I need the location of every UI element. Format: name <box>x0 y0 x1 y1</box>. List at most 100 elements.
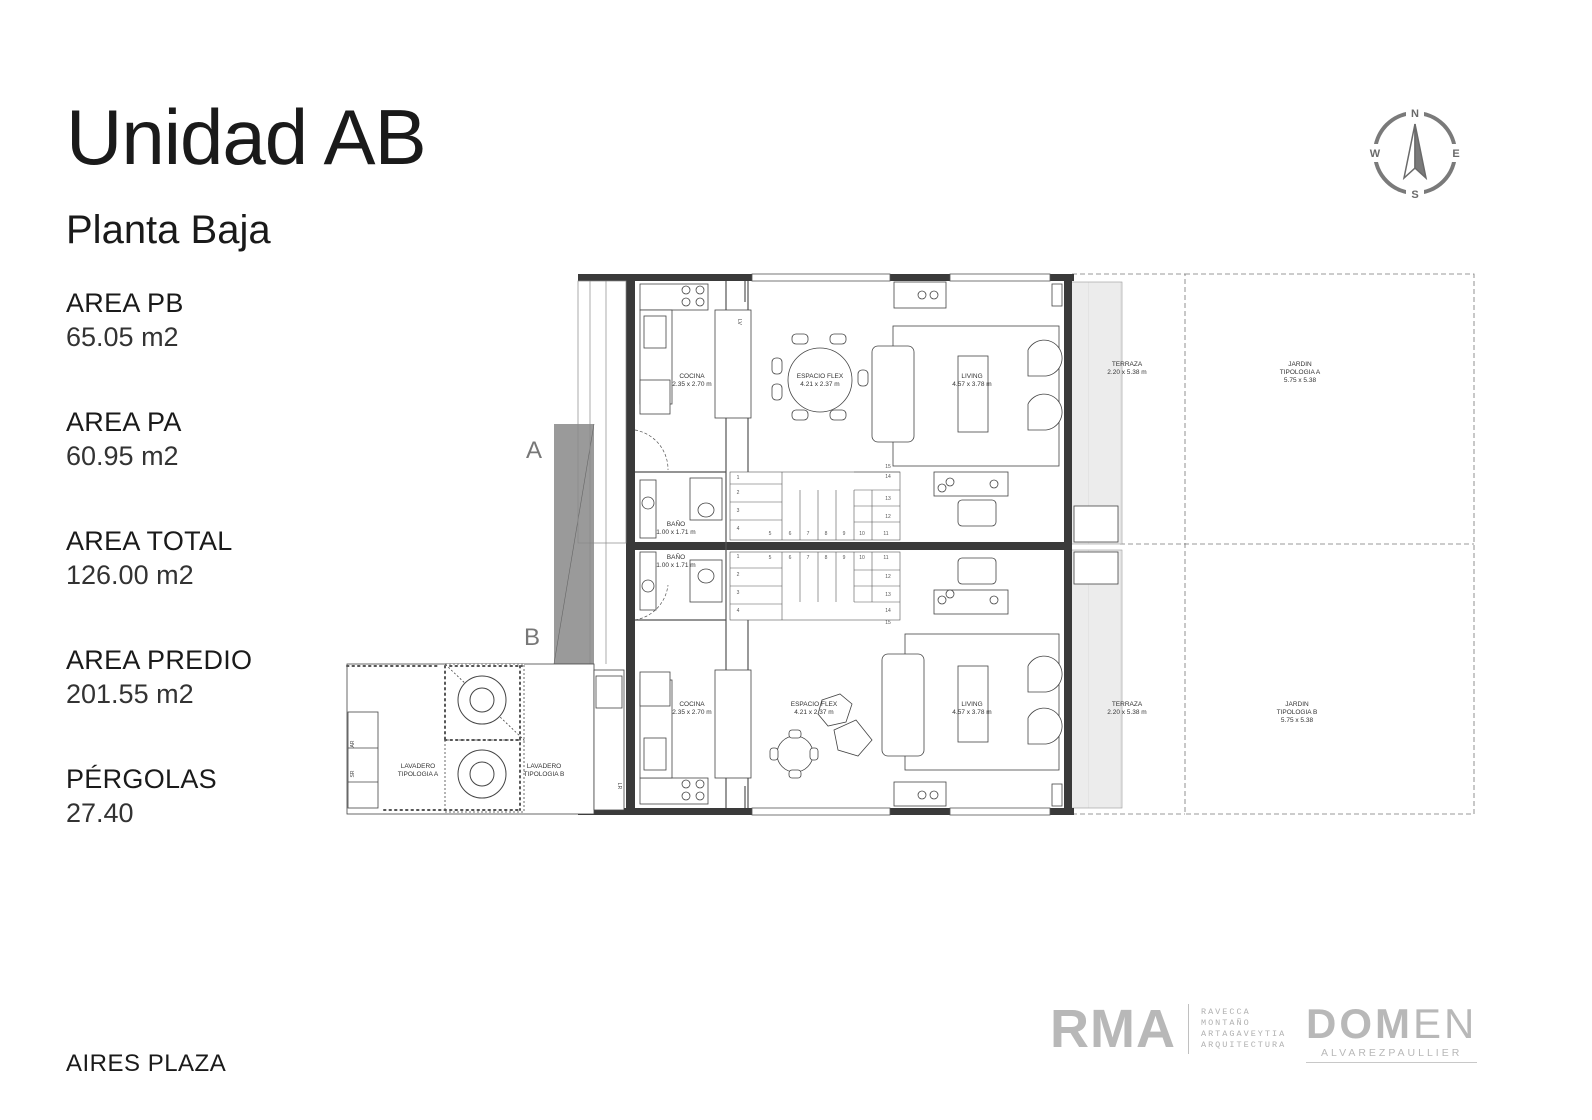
stair-step-number: 5 <box>769 531 772 537</box>
room-bano-a-name: BAÑO <box>667 519 685 528</box>
room-cocina-b-dims: 2.35 x 2.70 m <box>672 709 711 716</box>
domen-logo-subtitle: ALVAREZPAULLIER <box>1306 1047 1478 1063</box>
compass-s: S <box>1411 189 1418 200</box>
project-name: AIRES PLAZA <box>66 1050 227 1077</box>
dining-table-a <box>771 333 869 421</box>
stat-area-pa: AREA PA 60.95 m2 <box>66 405 252 524</box>
rma-logo: RMA RAVECCA MONTAÑO ARTAGAVEYTIA ARQUITE… <box>1050 1002 1286 1056</box>
stat-label: AREA PA <box>66 407 182 437</box>
stair-step-number: 9 <box>843 531 846 537</box>
stat-label: AREA TOTAL <box>66 526 233 556</box>
stat-area-predio: AREA PREDIO 201.55 m2 <box>66 643 252 762</box>
room-bano-a-dims: 1.00 x 1.71 m <box>656 529 695 536</box>
stair-step-number: 5 <box>769 555 772 561</box>
terrace-a <box>1069 281 1123 545</box>
room-terraza-b-name: TERRAZA <box>1112 701 1143 708</box>
room-jardin-b-type: TIPOLOGIA B <box>1277 709 1318 716</box>
stair-step-number: 12 <box>885 514 891 520</box>
stat-value: 60.95 m2 <box>66 441 179 471</box>
stair-step-number: 3 <box>737 508 740 514</box>
domen-light: EN <box>1413 1000 1478 1047</box>
stat-label: AREA PREDIO <box>66 645 253 675</box>
stair-step-number: 15 <box>885 620 891 626</box>
rma-logo-text: RMA <box>1050 999 1176 1059</box>
terrace-b <box>1069 549 1123 809</box>
floor-plan: A B COCINA 2.35 x 2.70 m COCINA 2.35 x 2… <box>346 273 1475 816</box>
stair-step-number: 12 <box>885 574 891 580</box>
room-living-a-name: LIVING <box>961 373 982 380</box>
section-marker-b: B <box>524 624 540 651</box>
garden-boundary <box>1072 273 1475 815</box>
stat-area-pb: AREA PB 65.05 m2 <box>66 286 252 405</box>
stair-step-number: 1 <box>737 554 740 560</box>
stat-value: 65.05 m2 <box>66 322 179 352</box>
compass-icon: N S W E <box>1368 106 1462 200</box>
stair-step-number: 10 <box>859 531 865 537</box>
rma-logo-subtitle: RAVECCA MONTAÑO ARTAGAVEYTIA ARQUITECTUR… <box>1201 1007 1286 1051</box>
stair-step-number: 4 <box>737 526 740 532</box>
stair-step-number: 14 <box>885 608 891 614</box>
room-living-a-dims: 4.57 x 3.78 m <box>952 381 991 388</box>
stairs-b <box>729 551 901 621</box>
room-flex-a-name: ESPACIO FLEX <box>797 373 844 380</box>
room-jardin-a-dims: 5.75 x 5.38 <box>1284 377 1317 384</box>
tag-lv: LV <box>736 319 742 325</box>
tag-lr: LR <box>616 783 622 790</box>
domen-logo: DOMEN ALVAREZPAULLIER <box>1306 1003 1478 1063</box>
room-jardin-b-dims: 5.75 x 5.38 <box>1281 717 1314 724</box>
room-lavadero-b-type: TIPOLOGIA B <box>524 771 565 778</box>
room-flex-b-dims: 4.21 x 2.37 m <box>794 709 833 716</box>
room-bano-b-name: BAÑO <box>667 552 685 561</box>
stair-step-number: 7 <box>807 555 810 561</box>
area-stats: AREA PB 65.05 m2 AREA PA 60.95 m2 AREA T… <box>66 286 252 881</box>
stairs-a <box>729 471 901 541</box>
living-b <box>881 557 1063 771</box>
rma-line: RAVECCA <box>1200 1007 1251 1017</box>
compass-e: E <box>1452 148 1459 160</box>
stair-step-number: 15 <box>885 464 891 470</box>
stat-value: 27.40 <box>66 798 134 828</box>
room-bano-b-dims: 1.00 x 1.71 m <box>656 562 695 569</box>
room-cocina-b-name: COCINA <box>679 701 705 708</box>
stair-step-number: 11 <box>883 531 888 537</box>
domen-bold: DOM <box>1306 1000 1413 1047</box>
tag-ar: AR <box>350 740 356 747</box>
stair-step-number: 14 <box>885 474 891 480</box>
stair-step-number: 11 <box>883 555 888 561</box>
stair-step-number: 13 <box>885 496 891 502</box>
stair-step-number: 9 <box>843 555 846 561</box>
room-lavadero-a-name: LAVADERO <box>401 763 435 770</box>
rma-logo-divider <box>1187 1004 1189 1054</box>
room-terraza-a-dims: 2.20 x 5.38 m <box>1107 369 1146 376</box>
stair-step-number: 1 <box>737 475 740 481</box>
stair-step-number: 3 <box>737 590 740 596</box>
stat-value: 201.55 m2 <box>66 679 194 709</box>
room-lavadero-a-type: TIPOLOGIA A <box>398 771 439 778</box>
living-a <box>871 325 1063 527</box>
stat-area-total: AREA TOTAL 126.00 m2 <box>66 524 252 643</box>
room-jardin-a-name: JARDIN <box>1288 361 1312 368</box>
kitchen-a <box>639 283 752 419</box>
stair-step-number: 6 <box>789 555 792 561</box>
page-subtitle: Planta Baja <box>66 208 271 252</box>
bathroom-fixtures <box>639 477 723 611</box>
rma-line: ARTAGAVEYTIA <box>1200 1029 1287 1039</box>
stair-step-number: 4 <box>737 608 740 614</box>
room-living-b-name: LIVING <box>961 701 982 708</box>
stair-step-number: 2 <box>737 490 740 496</box>
stat-label: AREA PB <box>66 288 184 318</box>
page-title: Unidad AB <box>66 93 427 181</box>
stat-label: PÉRGOLAS <box>66 764 217 794</box>
room-living-b-dims: 4.57 x 3.78 m <box>952 709 991 716</box>
section-marker-a: A <box>526 437 542 464</box>
room-terraza-b-dims: 2.20 x 5.38 m <box>1107 709 1146 716</box>
domen-logo-text: DOMEN <box>1306 1003 1477 1045</box>
room-cocina-a-name: COCINA <box>679 373 705 380</box>
room-lavadero-b-name: LAVADERO <box>527 763 561 770</box>
stair-step-number: 6 <box>789 531 792 537</box>
stair-step-number: 8 <box>825 555 828 561</box>
compass-n: N <box>1411 108 1419 120</box>
room-terraza-a-name: TERRAZA <box>1112 361 1143 368</box>
